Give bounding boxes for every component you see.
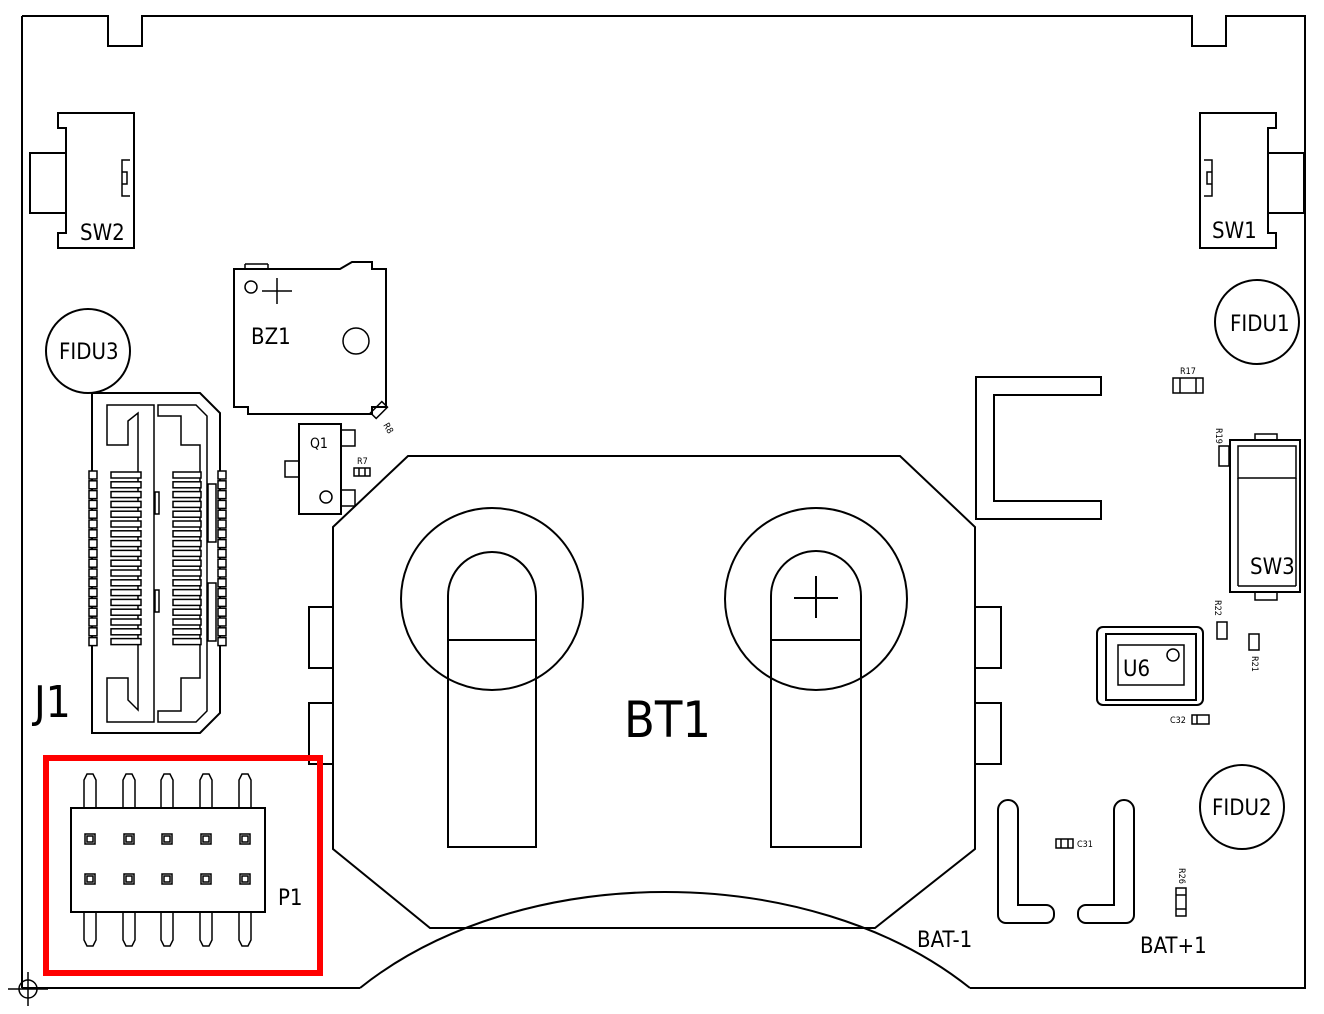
fidu1-fiducial: FIDU1 [1214,279,1300,365]
bz1-buzzer: BZ1 [233,261,387,415]
j1-pin [88,499,142,510]
r21-label: R21 [1249,656,1259,672]
fidu2-fiducial: FIDU2 [1199,764,1285,850]
r22-label: R22 [1212,600,1222,616]
bat-plus-pad: BAT+1 [1077,799,1207,959]
j1-pin [88,607,142,617]
j1-pin [172,627,227,637]
bat-minus-pad: BAT-1 [917,799,1055,953]
j1-pin [88,548,142,559]
j1-pin [172,597,227,608]
j1-pin [88,627,142,637]
r7-resistor: R7 [353,457,371,477]
p1-header: P1 [70,773,303,947]
p1-pin-column [83,773,97,947]
j1-pin [88,480,142,490]
sw2-label: SW2 [80,221,125,246]
fidu3-label: FIDU3 [59,340,119,365]
sw3-switch: SW3 [1229,433,1301,601]
j1-pin [172,587,227,598]
j1-pin [88,617,142,627]
j1-pin [172,617,227,627]
j1-pin [88,587,142,598]
fidu1-label: FIDU1 [1230,312,1290,337]
r26-label: R26 [1176,868,1186,884]
r17-resistor: R17 [1172,367,1204,394]
sw1-label: SW1 [1212,219,1257,244]
p1-pin-column [160,773,174,947]
j1-connector: J1 [31,392,227,734]
sw2-switch: SW2 [29,112,135,249]
q1-label: Q1 [310,436,328,452]
r8-resistor: R8 [369,400,394,436]
j1-pin [88,529,142,539]
j1-pin [88,470,142,480]
sw3-label: SW3 [1250,555,1295,580]
u6-label: U6 [1123,657,1150,682]
q1-transistor: Q1 [284,423,356,515]
j1-pin [88,636,142,647]
j1-pin [88,558,142,568]
u6-chip: U6 [1096,626,1204,706]
bt1-label: BT1 [624,691,711,749]
j1-pin [172,578,227,588]
j1-pin [88,509,142,519]
r26-resistor: R26 [1175,868,1187,917]
j1-pin [172,529,227,539]
j1-pin [172,548,227,559]
j1-pin [88,489,142,500]
j1-pin [172,636,227,647]
p1-pin-column [238,773,252,947]
j1-pin [88,519,142,529]
bat-minus-label: BAT-1 [917,928,972,953]
p1-highlight-box [43,755,323,976]
r19-resistor: R19 [1213,428,1230,467]
j1-pin [172,607,227,617]
c32-capacitor: C32 [1170,714,1210,726]
r22-resistor: R22 [1212,600,1228,640]
r19-label: R19 [1213,428,1223,444]
j1-pin [172,538,227,549]
r17-label: R17 [1180,367,1196,377]
origin-marker [8,972,48,1006]
r8-label: R8 [380,422,394,436]
j1-pin [88,597,142,608]
bat-plus-label: BAT+1 [1140,934,1207,959]
sw1-switch: SW1 [1199,112,1305,249]
j1-pin [172,499,227,510]
p1-pin-column [199,773,213,947]
j1-pin [88,578,142,588]
board-outline [22,15,1306,989]
bt1-battery-holder: BT1 [308,455,1002,989]
j1-pin [88,538,142,549]
j1-pin [172,558,227,568]
j1-label: J1 [31,677,71,728]
j1-pin [172,568,227,578]
c31-label: C31 [1077,840,1093,850]
j1-pin [172,509,227,519]
fidu3-fiducial: FIDU3 [45,308,131,394]
r7-label: R7 [357,457,368,467]
p1-label: P1 [278,886,303,911]
j1-pin [172,470,227,480]
j1-pin [172,480,227,490]
j1-pin [172,489,227,500]
bracket-outline [975,376,1102,520]
bz1-label: BZ1 [251,325,291,350]
j1-pin [172,519,227,529]
p1-pin-column [122,773,136,947]
j1-pin [88,568,142,578]
fidu2-label: FIDU2 [1212,796,1272,821]
r21-resistor: R21 [1248,633,1260,672]
c32-label: C32 [1170,716,1186,726]
c31-capacitor: C31 [1055,838,1093,850]
